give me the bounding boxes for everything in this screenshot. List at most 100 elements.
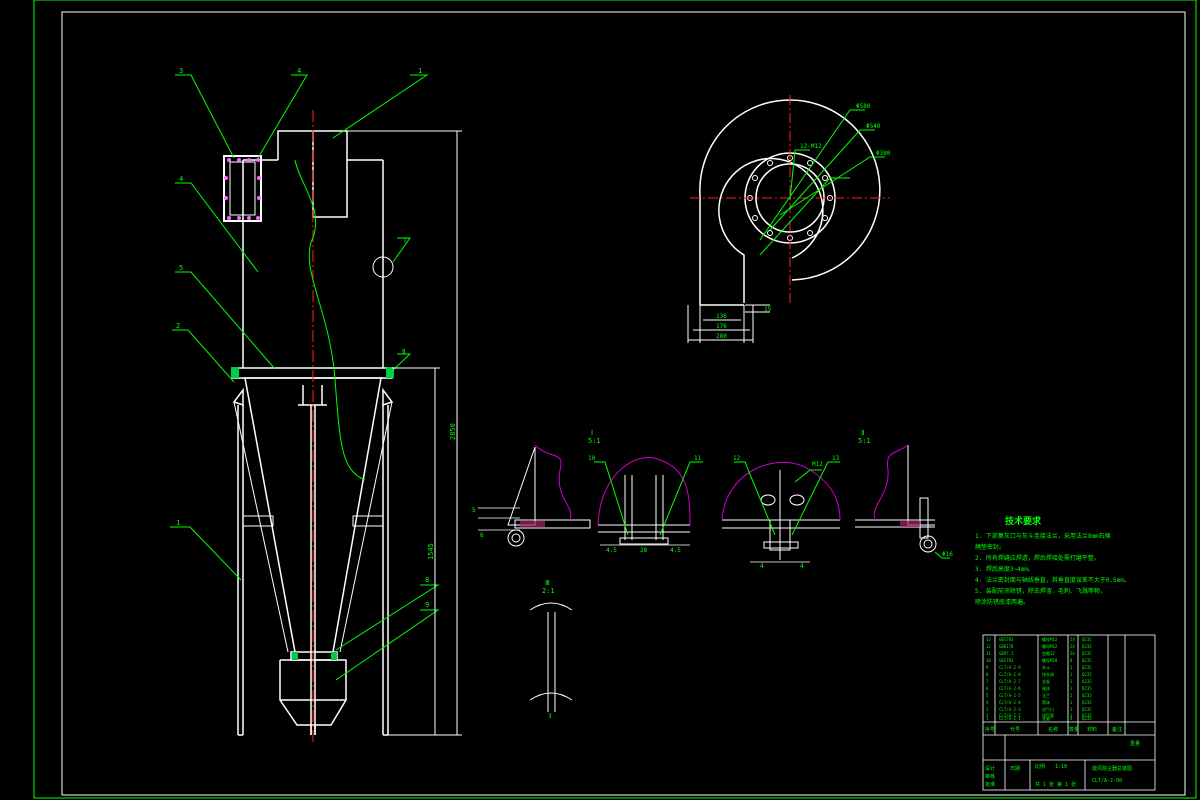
table-row: 11 GB97.1 垫圈12 24 Q235 <box>986 650 1092 656</box>
dim-4a: 4 <box>760 563 764 570</box>
balloon-1-leg: 1 <box>176 519 180 527</box>
svg-text:Q235: Q235 <box>1082 716 1092 721</box>
svg-text:GB5783: GB5783 <box>999 658 1014 663</box>
detail-a <box>507 446 591 547</box>
dia-outer-label: Φ580 <box>856 103 871 110</box>
detail-2-title: Ⅱ <box>861 429 864 437</box>
balloon-3: 3 <box>179 67 183 75</box>
svg-text:24: 24 <box>1070 651 1075 656</box>
detail-label-1: Ⅰ <box>404 237 406 245</box>
dim-phi16: Φ16 <box>942 551 953 558</box>
inner-frame <box>61 11 1186 796</box>
svg-text:8: 8 <box>986 672 989 677</box>
dim-28: 28 <box>640 547 648 554</box>
svg-text:CLT/A-2-8: CLT/A-2-8 <box>999 672 1021 677</box>
dim-45b: 4.5 <box>670 547 681 554</box>
svg-text:CLT/A-2-4: CLT/A-2-4 <box>999 700 1021 705</box>
balloon-8: 8 <box>425 576 429 584</box>
svg-text:Q235: Q235 <box>1082 713 1092 718</box>
note-line-5: 4. 法兰密封面与轴线垂直，其垂直度误差不大于0.5mm。 <box>975 576 1130 584</box>
dim-3: 3 <box>548 713 552 720</box>
svg-text:24: 24 <box>1070 644 1075 649</box>
svg-text:1: 1 <box>1070 665 1073 670</box>
section-scale: 2:1 <box>542 587 555 595</box>
balloon-13: 13 <box>832 455 840 462</box>
detail-1-scale: 5:1 <box>588 437 601 445</box>
svg-text:Q235: Q235 <box>1082 651 1092 656</box>
svg-text:1: 1 <box>1070 707 1073 712</box>
detail-titles: Ⅰ 5:1 Ⅱ 5:1 Ⅲ 2:1 <box>542 429 871 595</box>
main-view <box>223 130 394 736</box>
inlet-dim-280: 280 <box>716 333 727 340</box>
svg-text:9: 9 <box>986 665 989 670</box>
svg-text:支架: 支架 <box>1042 678 1050 684</box>
detail-label-2: Ⅱ <box>402 348 405 356</box>
drawing-code: CLT/A-2-00 <box>1092 778 1122 784</box>
balloon-1-top: 1 <box>418 67 422 75</box>
top-view <box>699 99 881 306</box>
detail-leaders <box>594 461 950 559</box>
balloon-9: 9 <box>425 601 429 609</box>
top-view-labels: Φ580 Φ540 Φ380 12-M12 <box>800 103 891 157</box>
parts-header: 序号 代号 名称 数量 材料 备注 <box>985 726 1122 733</box>
svg-text:进气口: 进气口 <box>1042 706 1054 712</box>
svg-text:Q235: Q235 <box>1082 672 1092 677</box>
detail-d-weld <box>900 521 920 527</box>
svg-text:CLT/A-2-5: CLT/A-2-5 <box>999 693 1021 698</box>
note-line-1: 1. 下部集灰口与灰斗连接法兰，采用法兰8mm石棉 <box>975 532 1111 540</box>
balloon-10: 10 <box>588 455 596 462</box>
svg-text:11: 11 <box>986 651 991 656</box>
svg-text:12: 12 <box>986 644 991 649</box>
svg-text:1: 1 <box>1070 686 1073 691</box>
svg-text:1: 1 <box>1070 672 1073 677</box>
svg-text:螺栓M10: 螺栓M10 <box>1042 657 1058 663</box>
dim-45a: 4.5 <box>606 547 617 554</box>
svg-text:名称: 名称 <box>1048 726 1058 733</box>
svg-text:4: 4 <box>986 700 989 705</box>
note-line-7: 喷涂防锈底漆两遍。 <box>975 598 1029 606</box>
svg-text:筒体: 筒体 <box>1042 699 1050 705</box>
svg-text:24: 24 <box>1070 637 1075 642</box>
sheet-label: 共 1 张 第 1 张 <box>1035 781 1076 788</box>
dim-lower-height: 1545 <box>427 543 435 560</box>
balloon-4: 4 <box>297 67 301 75</box>
svg-text:GB97.1: GB97.1 <box>999 651 1014 656</box>
detail-dim-lines <box>478 507 810 563</box>
detail-c <box>722 470 840 560</box>
svg-text:序号: 序号 <box>985 726 995 733</box>
dim-4b: 4 <box>800 563 804 570</box>
flange-weld-marks <box>231 367 394 660</box>
balloon-4b: 4 <box>179 175 183 183</box>
top-view-inlet-labels: 136 176 280 15 <box>716 306 772 340</box>
svg-text:CLT/A-2-1: CLT/A-2-1 <box>999 716 1021 721</box>
detail-d <box>855 445 937 553</box>
dia-mid-label: Φ540 <box>866 123 881 130</box>
svg-text:1: 1 <box>1070 713 1073 718</box>
detail-b <box>598 475 690 545</box>
section-iii <box>529 602 573 712</box>
balloon-5: 5 <box>179 264 183 272</box>
dim-5: 5 <box>472 507 476 514</box>
drawing-name: 旋风除尘器总装图 <box>1092 765 1132 772</box>
svg-text:垫圈12: 垫圈12 <box>1042 650 1055 656</box>
svg-text:CLT/A-2-9: CLT/A-2-9 <box>999 665 1021 670</box>
main-balloon-labels: 3 4 1 4 5 2 1 8 9 Ⅱ Ⅰ <box>176 67 429 609</box>
svg-text:锥体: 锥体 <box>1042 685 1050 691</box>
svg-text:螺母M12: 螺母M12 <box>1042 643 1058 649</box>
svg-text:2: 2 <box>1070 693 1073 698</box>
inlet-weld-marks <box>224 158 261 220</box>
svg-text:Q235: Q235 <box>1082 693 1092 698</box>
detail-b-seal <box>597 457 691 526</box>
notes-lines: 1. 下部集灰口与灰斗连接法兰，采用法兰8mm石棉 绳垫密封。 2. 所有焊缝应… <box>975 532 1130 606</box>
note-line-6: 5. 装配前须除锈，除去焊渣、毛刺、飞溅等物， <box>975 587 1106 595</box>
svg-text:CLT/A-2-7: CLT/A-2-7 <box>999 679 1021 684</box>
parts-table <box>982 634 1156 791</box>
weight-label: 重量 <box>1130 740 1140 747</box>
